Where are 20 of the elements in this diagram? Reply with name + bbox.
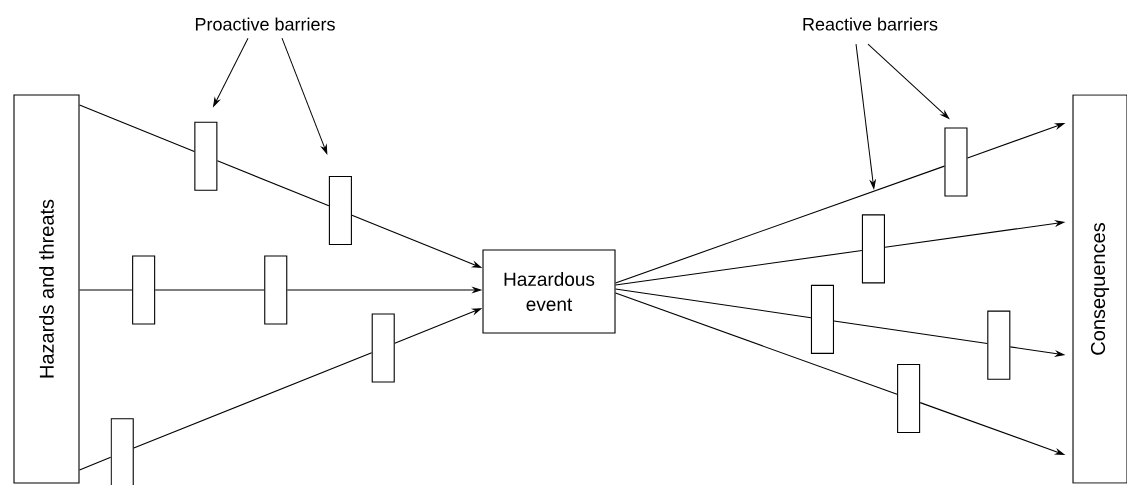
barrier-box (328, 175, 352, 245)
barrier-box (897, 363, 921, 434)
barrier-box (264, 255, 288, 325)
barrier-label: Proactive barriers (195, 17, 335, 31)
barrier-box (861, 214, 885, 284)
side-box: Hazards and threats (13, 94, 80, 484)
barrier-box (371, 313, 395, 383)
barrier-box (194, 121, 218, 191)
barrier-box (987, 310, 1011, 380)
barrier-box (110, 418, 134, 485)
leader-line (213, 37, 249, 107)
leader-line (281, 37, 328, 154)
event-box: Hazardous event (482, 249, 616, 334)
barrier-label: Reactive barriers (803, 17, 938, 31)
leader-line (867, 43, 950, 119)
side-box: Consequences (1072, 94, 1127, 484)
barrier-box (132, 255, 156, 325)
barrier-box (810, 284, 834, 354)
barrier-box (944, 127, 968, 197)
leader-line (855, 43, 876, 189)
